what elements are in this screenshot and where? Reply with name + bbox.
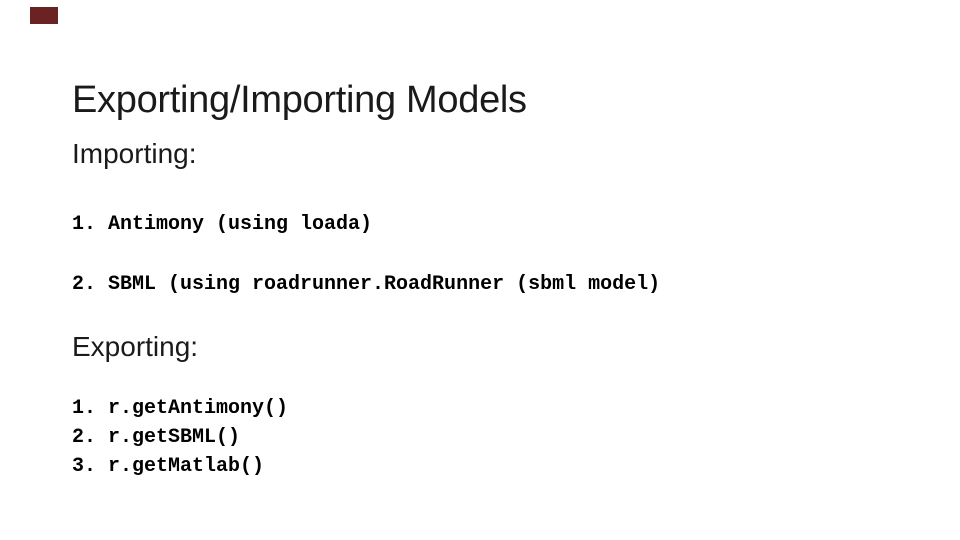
slide-accent-bar	[30, 7, 58, 24]
importing-section-heading: Importing:	[72, 138, 197, 169]
importing-list-item: 2. SBML (using roadrunner.RoadRunner (sb…	[72, 273, 661, 296]
exporting-list-item: 1. r.getAntimony()	[72, 397, 289, 420]
exporting-list-item: 3. r.getMatlab()	[72, 455, 265, 478]
exporting-section-heading: Exporting:	[72, 331, 199, 362]
exporting-list-item: 2. r.getSBML()	[72, 426, 241, 449]
importing-list-item: 1. Antimony (using loada)	[72, 213, 373, 236]
slide-title: Exporting/Importing Models	[72, 79, 527, 122]
